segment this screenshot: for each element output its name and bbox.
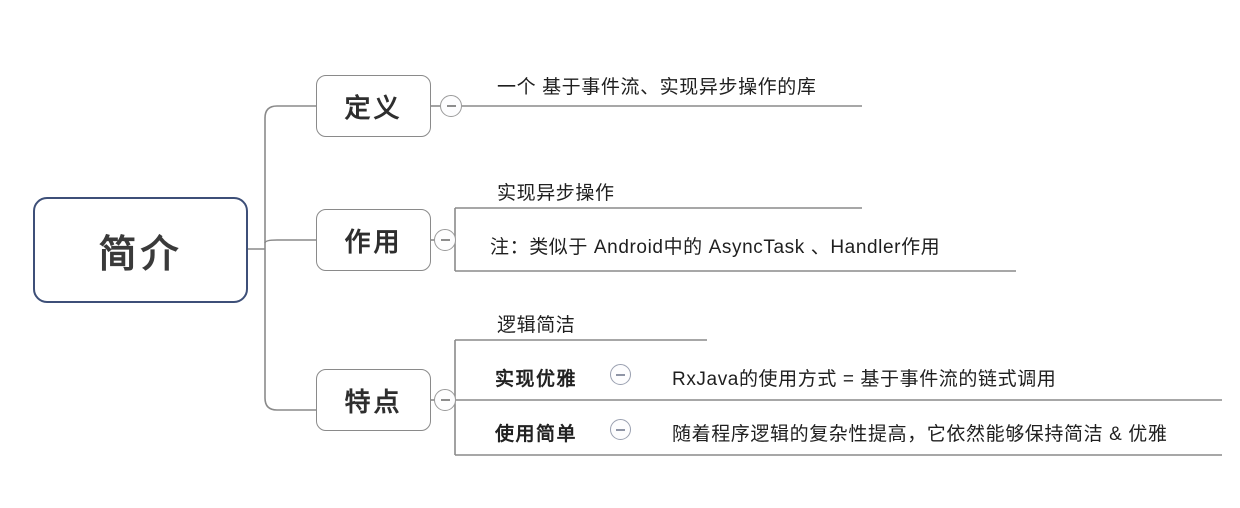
connector-to-branch-1 (264, 105, 316, 119)
minus-glyph (446, 105, 456, 107)
minus-glyph (616, 373, 625, 376)
branch-node-purpose[interactable]: 作用 (316, 209, 431, 271)
minus-circle-icon-elegant[interactable] (610, 364, 631, 385)
leaf-features-2-detail[interactable]: RxJava的使用方式 = 基于事件流的链式调用 (672, 369, 1057, 390)
connector-to-branch-2-seg (265, 240, 316, 249)
connector-to-branch-3 (264, 397, 316, 411)
root-node[interactable]: 简介 (33, 197, 248, 303)
minus-circle-icon-features[interactable] (434, 389, 456, 411)
leaf-features-2-label[interactable]: 实现优雅 (495, 369, 578, 390)
connector-to-branch-2 (264, 239, 316, 244)
leaf-features-1[interactable]: 逻辑简洁 (497, 315, 576, 336)
leaf-purpose-2[interactable]: 注：类似于 Android中的 AsyncTask 、Handler作用 (490, 237, 941, 258)
leaf-features-3-detail[interactable]: 随着程序逻辑的复杂性提高，它依然能够保持简洁 & 优雅 (672, 424, 1168, 445)
branch-node-features[interactable]: 特点 (316, 369, 431, 431)
minus-circle-icon-definition[interactable] (440, 95, 462, 117)
minus-glyph (440, 399, 450, 401)
leaf-definition-1[interactable]: 一个 基于事件流、实现异步操作的库 (497, 77, 817, 98)
leaf-features-3-label[interactable]: 使用简单 (495, 424, 578, 445)
branch-node-purpose-label: 作用 (344, 226, 403, 257)
branch-node-definition[interactable]: 定义 (316, 75, 431, 137)
root-node-label: 简介 (98, 233, 183, 276)
minus-circle-icon-simple[interactable] (610, 419, 631, 440)
minus-glyph (440, 239, 450, 241)
minus-circle-icon-purpose[interactable] (434, 229, 456, 251)
minus-glyph (616, 428, 625, 431)
branch-node-definition-label: 定义 (344, 92, 403, 123)
branch-node-features-label: 特点 (344, 386, 403, 417)
leaf-purpose-1[interactable]: 实现异步操作 (497, 183, 615, 204)
